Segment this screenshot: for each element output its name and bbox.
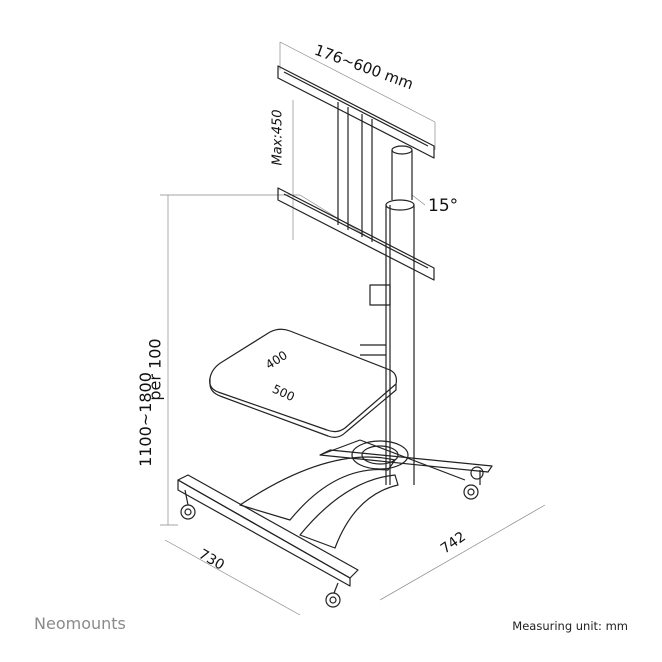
column-pole	[351, 145, 415, 485]
vesa-bracket	[277, 65, 435, 281]
shelf	[209, 328, 397, 438]
dimension-lines	[160, 41, 546, 616]
tilt-label: 15°	[428, 196, 459, 216]
caster-wheels	[180, 466, 484, 608]
measuring-unit-note: Measuring unit: mm	[512, 619, 628, 633]
brand-logo: Neomounts	[34, 614, 126, 633]
vesa-height-label: Max:450	[270, 109, 286, 166]
base-frame	[177, 439, 493, 587]
height-step-label: per 100	[145, 338, 165, 401]
